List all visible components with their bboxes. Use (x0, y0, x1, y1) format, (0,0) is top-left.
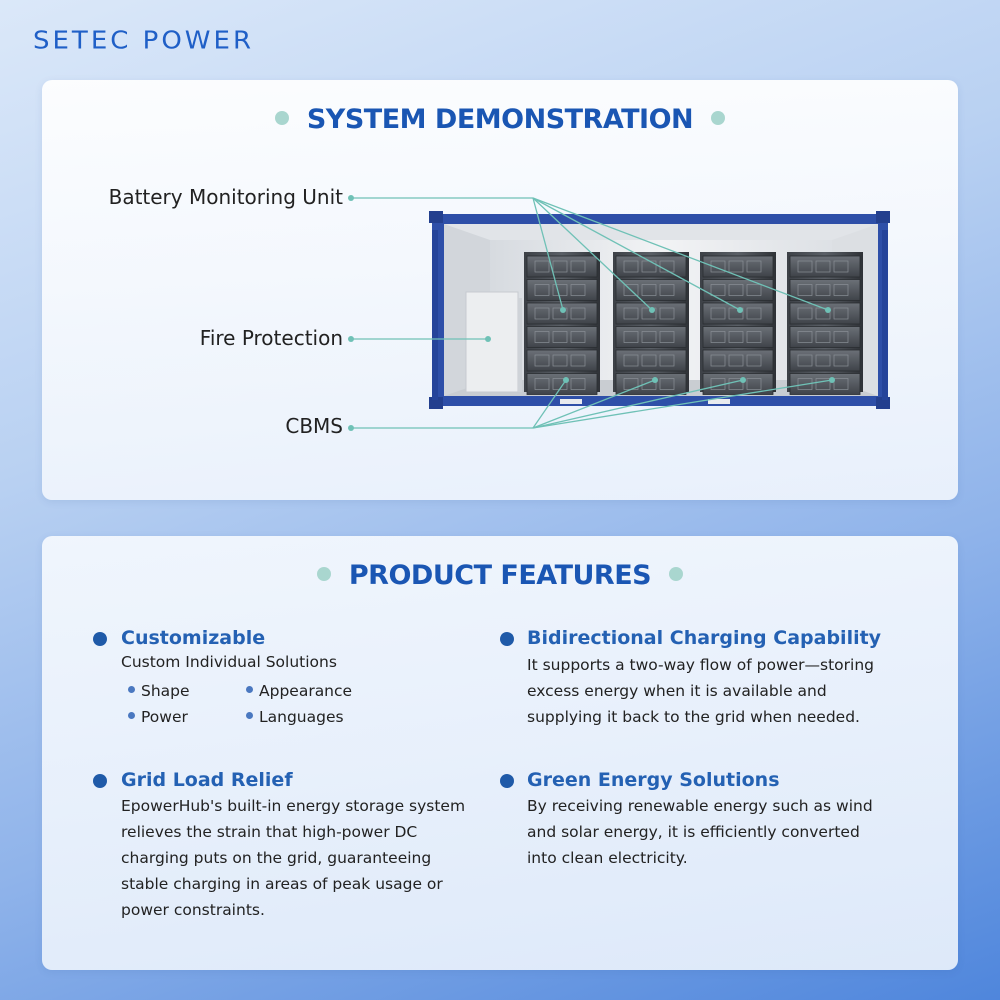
title-dot-left-icon (316, 566, 331, 581)
customizable-bullet-icon (93, 632, 107, 646)
customizable-item-languages: Languages (246, 708, 344, 726)
title-dot-left-icon (274, 110, 289, 125)
bidirectional-text: It supports a two-way flow of power—stor… (527, 656, 875, 726)
grid-load-relief-bullet-icon (93, 774, 107, 788)
cbms-label: CBMS (285, 414, 343, 438)
item-label: Power (141, 708, 188, 726)
customizable-subtitle: Custom Individual Solutions (121, 653, 337, 671)
bidirectional-bullet-icon (500, 632, 514, 646)
bullet-dot-icon (128, 686, 135, 693)
item-label: Languages (259, 708, 344, 726)
grid-load-relief-text: EpowerHub's built-in energy storage syst… (121, 797, 466, 919)
bullet-dot-icon (246, 686, 253, 693)
item-label: Appearance (259, 682, 353, 700)
title-dot-right-icon (711, 110, 726, 125)
brand-logo: SETEC POWER (33, 26, 255, 56)
system-demonstration-title-text: SYSTEM DEMONSTRATION (306, 104, 694, 135)
bullet-dot-icon (128, 712, 135, 719)
fire-protection-label: Fire Protection (199, 326, 343, 350)
item-label: Shape (141, 682, 190, 700)
green-energy-text: By receiving renewable energy such as wi… (527, 797, 873, 867)
grid-load-relief-title: Grid Load Relief (121, 769, 293, 791)
customizable-title: Customizable (121, 627, 266, 649)
green-energy-bullet-icon (500, 774, 514, 788)
title-dot-right-icon (669, 566, 684, 581)
customizable-item-shape: Shape (128, 682, 190, 700)
product-features-title-text: PRODUCT FEATURES (348, 560, 652, 591)
bullet-dot-icon (246, 712, 253, 719)
green-energy-title: Green Energy Solutions (527, 769, 780, 791)
product-features-title: PRODUCT FEATURES (0, 560, 1000, 591)
customizable-item-power: Power (128, 708, 188, 726)
system-demonstration-title: SYSTEM DEMONSTRATION (0, 104, 1000, 135)
product-features-card (42, 536, 958, 970)
bidirectional-title: Bidirectional Charging Capability (527, 627, 882, 649)
customizable-item-appearance: Appearance (246, 682, 352, 700)
battery-monitoring-unit-label: Battery Monitoring Unit (108, 185, 343, 209)
